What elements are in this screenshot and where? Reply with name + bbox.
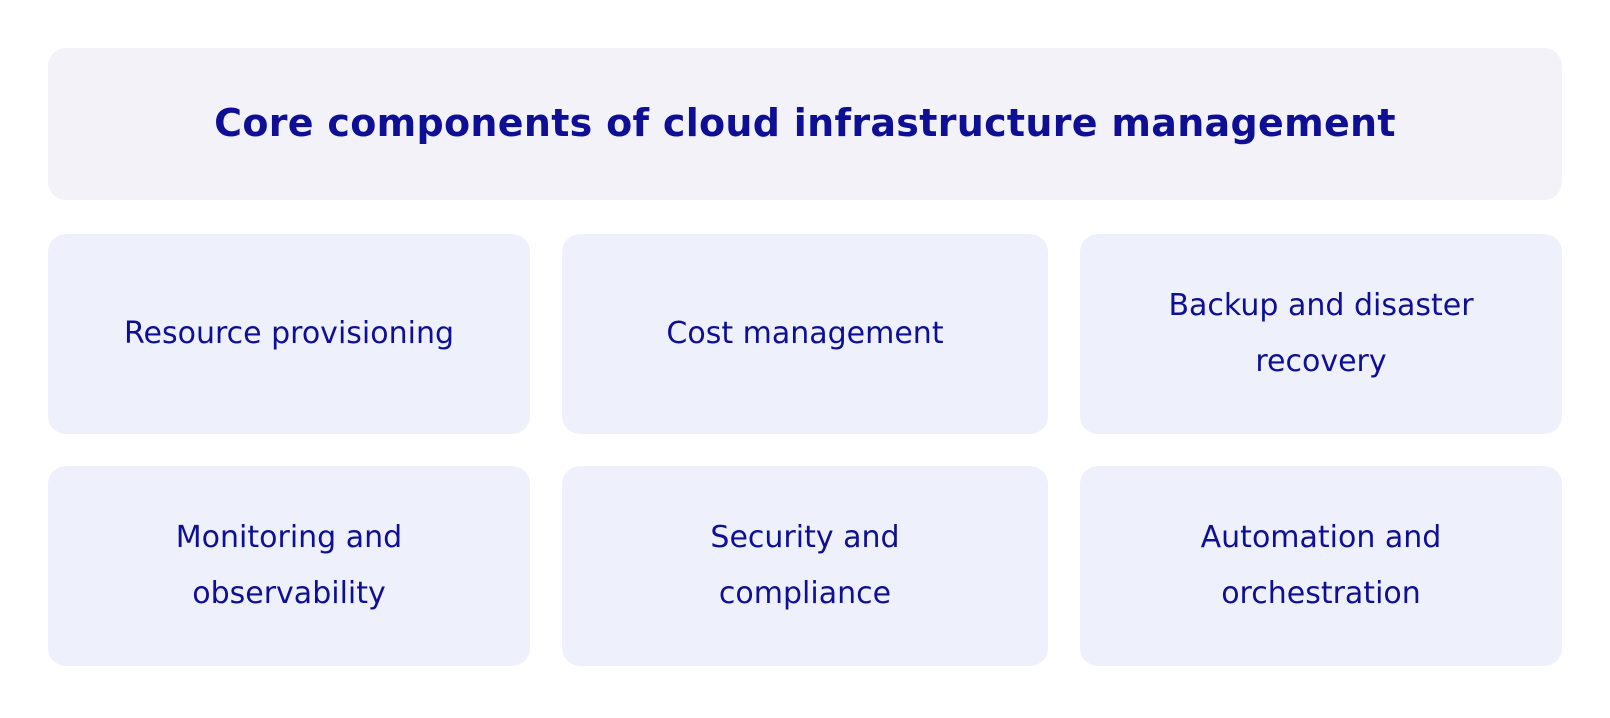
component-card-security-compliance: Security and compliance [562, 466, 1048, 666]
component-card-resource-provisioning: Resource provisioning [48, 234, 530, 434]
header-panel: Core components of cloud infrastructure … [48, 48, 1562, 200]
component-card-cost-management: Cost management [562, 234, 1048, 434]
component-label: Cost management [666, 316, 944, 351]
component-card-monitoring-observability: Monitoring and observability [48, 466, 530, 666]
component-label: Security and compliance [710, 520, 900, 611]
component-card-backup-disaster-recovery: Backup and disaster recovery [1080, 234, 1562, 434]
component-label: Resource provisioning [124, 316, 454, 351]
component-label: Automation and orchestration [1200, 520, 1442, 611]
diagram-title: Core components of cloud infrastructure … [214, 101, 1396, 146]
component-card-automation-orchestration: Automation and orchestration [1080, 466, 1562, 666]
component-label: Backup and disaster recovery [1168, 288, 1474, 379]
component-label: Monitoring and observability [175, 520, 403, 611]
